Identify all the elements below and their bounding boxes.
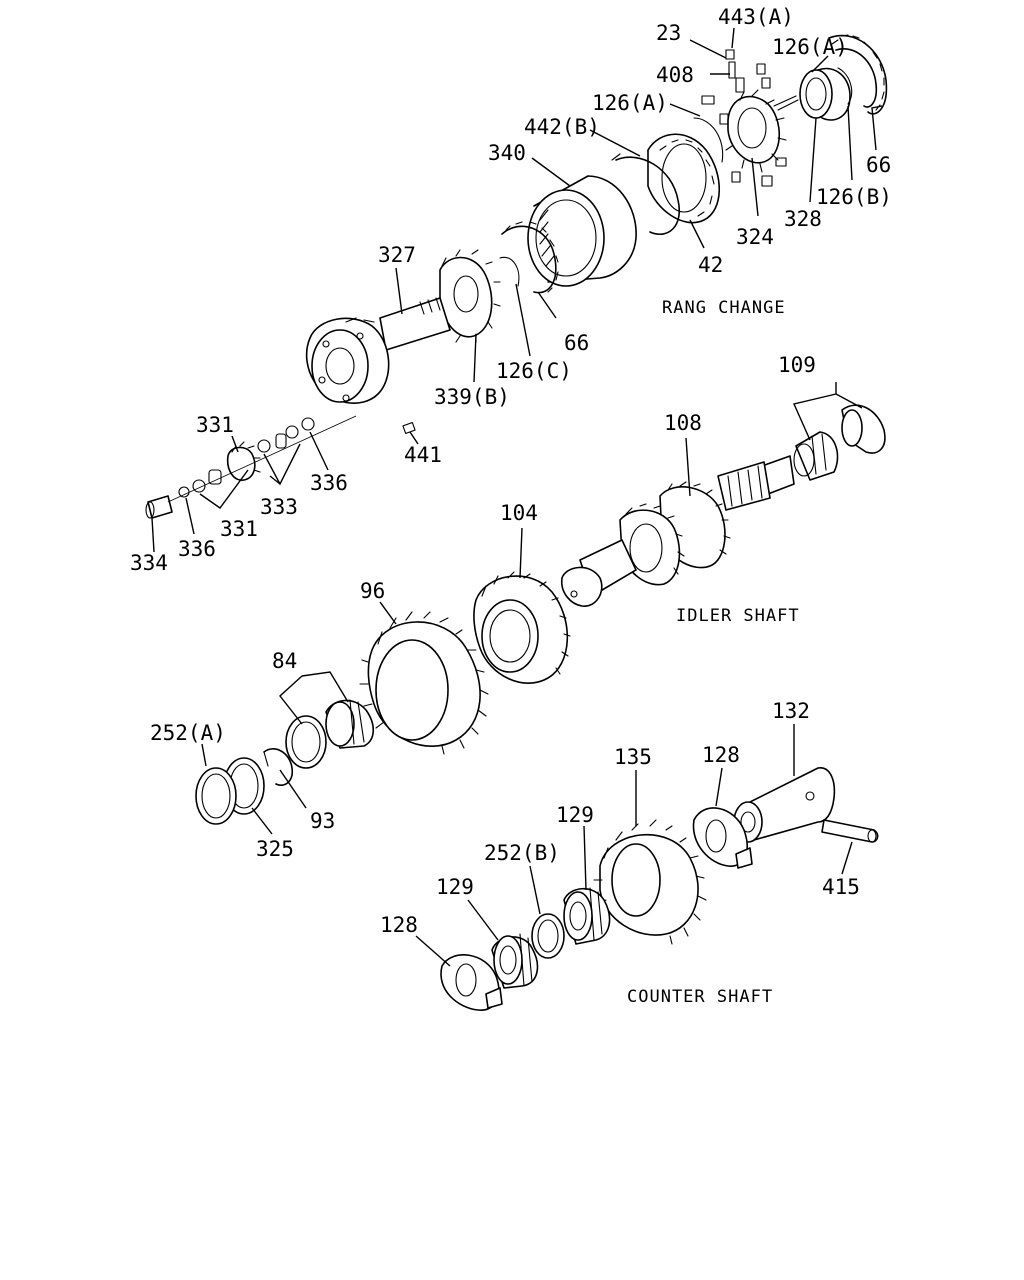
part-66-gear-ring-top: [828, 34, 888, 115]
part-126A-snap-ring: [693, 117, 724, 163]
callout-252A: 252(A): [150, 721, 226, 745]
callout-334: 334: [130, 551, 168, 575]
part-132-shaft: [733, 767, 836, 843]
part-415-pin: [821, 819, 879, 843]
callout-128-right: 128: [702, 743, 740, 767]
callout-126A-top: 126(A): [772, 35, 848, 59]
callout-23: 23: [656, 21, 681, 45]
part-109-bearing: [793, 404, 886, 481]
callout-443A: 443(A): [718, 5, 794, 29]
part-126C-snap-ring: [499, 256, 520, 287]
callout-84: 84: [272, 649, 297, 673]
part-327-shaft-flange: [305, 297, 451, 404]
pinion-parts: [145, 415, 357, 519]
callout-252B: 252(B): [484, 841, 560, 865]
callout-132: 132: [772, 699, 810, 723]
callout-129-right: 129: [556, 803, 594, 827]
callout-109: 109: [778, 353, 816, 377]
part-135-gear: [593, 819, 707, 945]
part-42-ring-gear: [647, 133, 721, 224]
part-93-snap-ring: [263, 748, 294, 786]
part-104-gear: [473, 571, 571, 684]
leader-lines: [151, 27, 883, 967]
gear-96-group: [195, 611, 489, 825]
counter-shaft-group: COUNTER SHAFT: [440, 767, 879, 1011]
part-108-idler-shaft: [560, 455, 795, 607]
callout-442B: 442(B): [524, 115, 600, 139]
part-328-sleeve: [799, 67, 851, 121]
part-96-gear: [359, 611, 489, 755]
part-129-left-bearing: [491, 933, 539, 989]
callout-128-left: 128: [380, 913, 418, 937]
callout-331-bottom: 331: [220, 517, 258, 541]
part-129-right-bearing: [563, 887, 611, 945]
part-252B-washer: [531, 913, 565, 959]
callout-66-mid: 66: [564, 331, 589, 355]
callout-126A-mid: 126(A): [592, 91, 668, 115]
callout-333: 333: [260, 495, 298, 519]
part-441-plug: [402, 421, 416, 435]
callout-408: 408: [656, 63, 694, 87]
callout-325: 325: [256, 837, 294, 861]
part-324-hub: [725, 89, 787, 173]
callout-126B: 126(B): [816, 185, 892, 209]
callout-42: 42: [698, 253, 723, 277]
callout-108: 108: [664, 411, 702, 435]
callout-labels: 443(A) 23 126(A) 408 126(A) 442(B) 340 6…: [130, 5, 892, 937]
range-change-group: RANG CHANGE: [145, 34, 888, 519]
callout-339B: 339(B): [434, 385, 510, 409]
callout-324: 324: [736, 225, 774, 249]
part-84-bearing: [285, 699, 375, 769]
part-442B-circlip: [615, 156, 681, 235]
part-128-right-washer: [692, 807, 753, 869]
part-252A-washer: [195, 767, 237, 825]
callout-129-left: 129: [436, 875, 474, 899]
callout-126C: 126(C): [496, 359, 572, 383]
idler-shaft-group: IDLER SHAFT: [473, 404, 886, 684]
callout-441: 441: [404, 443, 442, 467]
part-340-drum: [527, 175, 637, 287]
callout-328: 328: [784, 207, 822, 231]
callout-336-right: 336: [310, 471, 348, 495]
callout-135: 135: [614, 745, 652, 769]
section-label-idler-shaft: IDLER SHAFT: [676, 606, 800, 626]
part-128-left-washer: [440, 954, 503, 1011]
callout-340: 340: [488, 141, 526, 165]
detent-springs: [701, 49, 799, 187]
section-label-counter-shaft: COUNTER SHAFT: [627, 987, 773, 1007]
callout-66-top: 66: [866, 153, 891, 177]
callout-327: 327: [378, 243, 416, 267]
callout-336-left: 336: [178, 537, 216, 561]
part-66-gear-ring-mid: [501, 221, 559, 294]
callout-96: 96: [360, 579, 385, 603]
section-label-range-change: RANG CHANGE: [662, 298, 786, 318]
callout-415: 415: [822, 875, 860, 899]
callout-104: 104: [500, 501, 538, 525]
callout-93: 93: [310, 809, 335, 833]
callout-331-top: 331: [196, 413, 234, 437]
